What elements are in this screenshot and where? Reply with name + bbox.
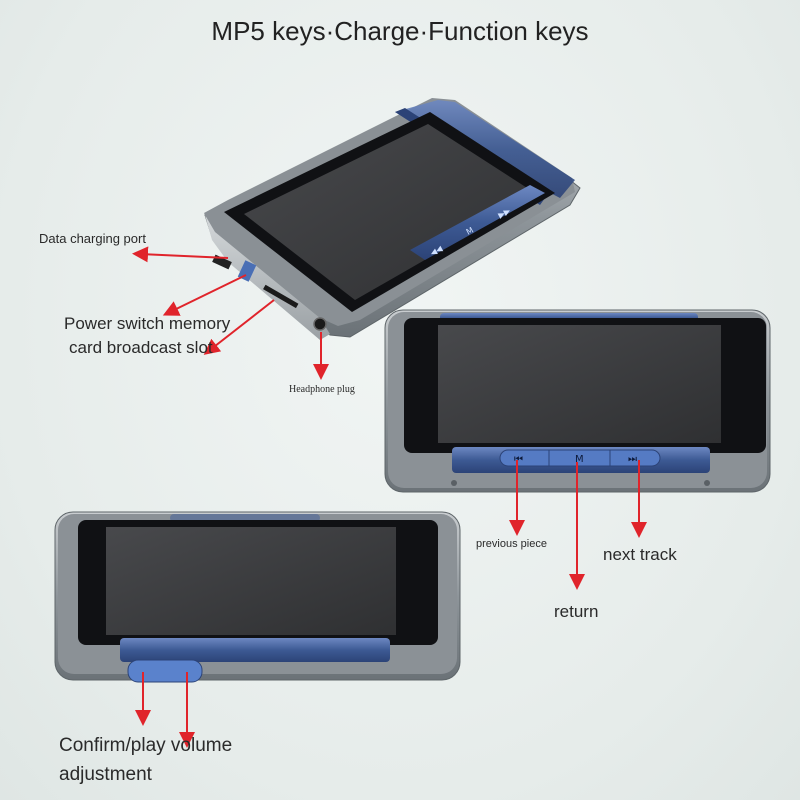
headphone-jack-icon xyxy=(313,317,327,331)
label-headphone-plug: Headphone plug xyxy=(289,384,355,395)
callout-arrows xyxy=(132,246,647,748)
next-key-icon: ⏭ xyxy=(628,454,637,465)
device-angled: ◀◀ M ▶▶ xyxy=(204,98,581,340)
menu-key-icon: M xyxy=(575,454,584,465)
label-confirm-line2: adjustment xyxy=(59,764,152,785)
arrow-power-switch xyxy=(162,274,247,316)
label-power-switch-line1: Power switch memory xyxy=(64,314,231,333)
card-slot-icon xyxy=(263,284,299,309)
label-return: return xyxy=(554,602,599,621)
svg-text:M: M xyxy=(465,226,475,237)
arrow-card-slot xyxy=(203,299,275,355)
arrow-data-port xyxy=(132,246,229,263)
label-previous-piece: previous piece xyxy=(476,538,547,550)
label-power-switch-line2: card broadcast slot xyxy=(69,338,213,357)
label-data-charging-port: Data charging port xyxy=(39,231,146,246)
device-front: ⏮ M ⏭ xyxy=(384,309,771,493)
label-next-track: next track xyxy=(603,545,677,564)
page-title: MP5 keys·Charge·Function keys xyxy=(211,16,589,46)
label-confirm-line1: Confirm/play volume xyxy=(59,735,233,756)
device-bottom xyxy=(54,511,461,683)
volume-key-icon xyxy=(127,659,203,683)
prev-key-icon: ⏮ xyxy=(514,454,523,465)
